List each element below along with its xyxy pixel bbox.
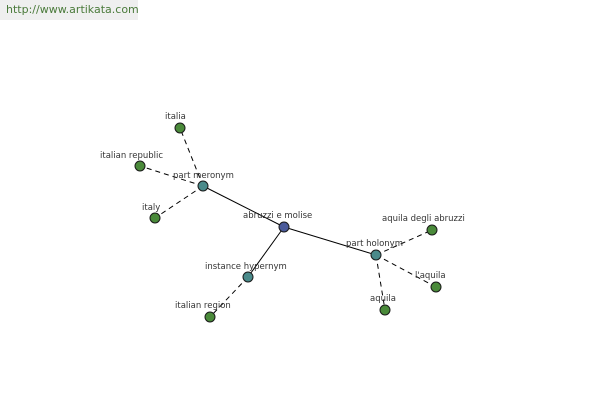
node-italy[interactable]: italy: [142, 203, 161, 224]
node-dot-abruzzi-e-molise[interactable]: [278, 221, 290, 233]
node-label-abruzzi-e-molise: abruzzi e molise: [243, 211, 312, 221]
node-italia[interactable]: italia: [165, 112, 186, 134]
edge-abruzzi-e-molise-to-part-meronym: [202, 185, 285, 228]
node-dot-aquila[interactable]: [379, 304, 391, 316]
node-part-meronym[interactable]: part meronym: [173, 171, 234, 192]
node-label-l-aquila: l'aquila: [415, 271, 446, 281]
node-dot-instance-hypernym[interactable]: [242, 271, 254, 283]
node-label-part-holonym: part holonym: [346, 239, 403, 249]
edge-part-meronym-to-italia: [179, 127, 204, 187]
edge-instance-hypernym-to-italian-region: [209, 276, 249, 318]
node-part-holonym[interactable]: part holonym: [346, 239, 403, 261]
node-dot-aquila-degli-abruzzi[interactable]: [426, 224, 438, 236]
node-l-aquila[interactable]: l'aquila: [415, 271, 446, 293]
edge-part-holonym-to-l-aquila: [375, 254, 437, 288]
node-dot-part-holonym[interactable]: [370, 249, 382, 261]
edge-part-meronym-to-italian-republic: [139, 165, 204, 187]
node-abruzzi-e-molise[interactable]: abruzzi e molise: [243, 211, 312, 233]
node-label-italian-republic: italian republic: [100, 151, 163, 161]
node-label-italia: italia: [165, 112, 186, 122]
node-dot-l-aquila[interactable]: [430, 281, 442, 293]
node-dot-italia[interactable]: [174, 122, 186, 134]
node-label-part-meronym: part meronym: [173, 171, 234, 181]
nodes-layer: abruzzi e molise part meronym part holonym…: [100, 112, 465, 323]
node-label-italian-region: italian region: [175, 301, 231, 311]
node-dot-part-meronym[interactable]: [197, 180, 209, 192]
node-label-aquila-degli-abruzzi: aquila degli abruzzi: [382, 214, 465, 224]
edge-abruzzi-e-molise-to-part-holonym: [283, 226, 377, 256]
node-dot-italy[interactable]: [149, 212, 161, 224]
edge-abruzzi-e-molise-to-instance-hypernym: [247, 226, 285, 278]
node-aquila[interactable]: aquila: [370, 294, 396, 316]
node-label-italy: italy: [142, 203, 160, 213]
node-dot-italian-region[interactable]: [204, 311, 216, 323]
node-italian-region[interactable]: italian region: [175, 301, 231, 323]
source-url[interactable]: http://www.artikata.com: [0, 0, 139, 20]
node-label-aquila: aquila: [370, 294, 396, 304]
node-italian-republic[interactable]: italian republic: [100, 151, 163, 172]
node-dot-italian-republic[interactable]: [134, 160, 146, 172]
edge-part-holonym-to-aquila-degli-abruzzi: [375, 229, 433, 256]
node-label-instance-hypernym: instance hypernym: [205, 262, 287, 272]
edge-part-holonym-to-aquila: [375, 254, 386, 311]
edges-layer: [139, 127, 437, 318]
node-instance-hypernym[interactable]: instance hypernym: [205, 262, 287, 283]
node-aquila-degli-abruzzi[interactable]: aquila degli abruzzi: [382, 214, 465, 236]
edge-part-meronym-to-italy: [154, 185, 204, 219]
